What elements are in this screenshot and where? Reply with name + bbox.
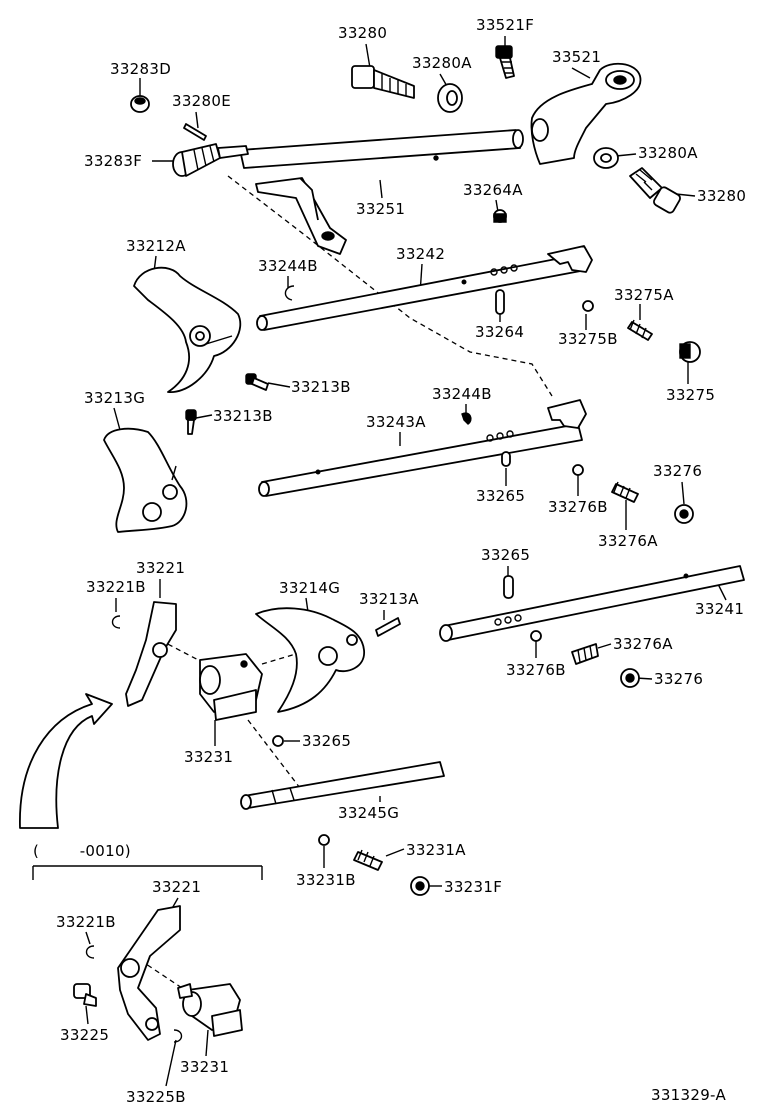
pin-33265-c: [272, 735, 284, 747]
label-33280-right: 33280: [697, 187, 746, 205]
label-33221b-top: 33221B: [86, 578, 146, 596]
serial-range-bracket: [32, 865, 263, 880]
figure-id: 331329-A: [651, 1086, 726, 1104]
label-33244b-top: 33244B: [258, 257, 318, 275]
label-33264: 33264: [475, 323, 524, 341]
label-33521: 33521: [552, 48, 601, 66]
label-33280a-top: 33280A: [412, 54, 472, 72]
label-33265-c: 33265: [302, 732, 351, 750]
label-33264a: 33264A: [463, 181, 523, 199]
label-33276-a: 33276: [653, 462, 702, 480]
label-33221-bottom: 33221: [152, 878, 201, 896]
shift-shaft-33243a: [258, 399, 587, 497]
cap-33283d: [130, 95, 150, 113]
label-33243a: 33243A: [366, 413, 426, 431]
part-labels: 33283D 33280E 33283F 33280 33280A 33521F…: [33, 16, 746, 1106]
label-33265-b: 33265: [481, 546, 530, 564]
label-33231-bottom: 33231: [180, 1058, 229, 1076]
reference-arrow: [19, 693, 113, 829]
shift-block-33231-top: [199, 653, 263, 721]
label-33221-top: 33221: [136, 559, 185, 577]
snap-ring-33225b: [173, 1029, 183, 1043]
shift-lever-33221-top: [125, 601, 177, 707]
label-33280-top: 33280: [338, 24, 387, 42]
label-33280e: 33280E: [172, 92, 231, 110]
label-33283d: 33283D: [110, 60, 171, 78]
label-33214g: 33214G: [279, 579, 340, 597]
bolt-33213b-a: [245, 373, 269, 391]
snap-ring-33244b-top: [284, 285, 295, 301]
snap-ring-33221b-bottom: [85, 945, 95, 959]
label-33275b: 33275B: [558, 330, 618, 348]
label-33212a: 33212A: [126, 237, 186, 255]
shift-shaft-33245g: [240, 761, 445, 810]
shift-lever-33221-bottom: [117, 905, 181, 1041]
label-33245g: 33245G: [338, 804, 399, 822]
label-33276a-b: 33276A: [613, 635, 673, 653]
serial-range-note: ( -0010): [33, 842, 131, 860]
label-33225: 33225: [60, 1026, 109, 1044]
label-33276-b: 33276: [654, 670, 703, 688]
bolt-33280-right: [629, 167, 681, 214]
washer-33280a-top: [437, 83, 463, 113]
label-33225b: 33225B: [126, 1088, 186, 1106]
label-33221b-bottom: 33221B: [56, 913, 116, 931]
label-33275a: 33275A: [614, 286, 674, 304]
shift-shaft-33251: [239, 129, 524, 255]
shift-shaft-33241: [439, 565, 745, 642]
shift-arm-33521: [530, 62, 642, 165]
label-33241: 33241: [695, 600, 744, 618]
label-33276a-a: 33276A: [598, 532, 658, 550]
shift-fork-33212a: [133, 266, 242, 393]
pin-33225: [73, 983, 97, 1007]
label-33231f: 33231F: [444, 878, 502, 896]
pin-33280e: [183, 123, 207, 141]
label-33244b-mid: 33244B: [432, 385, 492, 403]
plug-33264a: [493, 209, 507, 223]
label-33231-top: 33231: [184, 748, 233, 766]
label-33213b-a: 33213B: [291, 378, 351, 396]
detent-33231: [318, 834, 430, 896]
pin-33264: [495, 289, 505, 315]
snap-ring-33244b-mid: [461, 412, 472, 425]
label-33265-a: 33265: [476, 487, 525, 505]
pin-33265-a: [501, 451, 511, 467]
bolt-33280-top: [351, 65, 415, 99]
bolt-33521f: [495, 45, 515, 79]
shift-block-33231-bottom: [177, 983, 243, 1037]
detent-33276-b: [530, 630, 640, 688]
label-33280a-right: 33280A: [638, 144, 698, 162]
label-33231b: 33231B: [296, 871, 356, 889]
label-33276b-b: 33276B: [506, 661, 566, 679]
label-33213a: 33213A: [359, 590, 419, 608]
label-33213g: 33213G: [84, 389, 145, 407]
shift-shaft-33242: [256, 245, 593, 331]
label-33242: 33242: [396, 245, 445, 263]
label-33213b-b: 33213B: [213, 407, 273, 425]
detent-33276-a: [572, 464, 694, 524]
label-33521f: 33521F: [476, 16, 534, 34]
detent-33275: [582, 300, 701, 363]
pin-33265-b: [503, 575, 514, 599]
bolt-33213b-b: [185, 409, 197, 435]
label-33276b-a: 33276B: [548, 498, 608, 516]
shift-fork-33214g: [255, 607, 365, 713]
shift-fork-33213g: [103, 427, 188, 533]
label-33275: 33275: [666, 386, 715, 404]
pin-33213a: [375, 617, 401, 637]
label-33283f: 33283F: [84, 152, 142, 170]
washer-33280a-right: [593, 147, 619, 169]
snap-ring-33221b-top: [111, 615, 121, 629]
label-33251: 33251: [356, 200, 405, 218]
spring-bolt-33283f: [172, 143, 249, 177]
label-33231a: 33231A: [406, 841, 466, 859]
